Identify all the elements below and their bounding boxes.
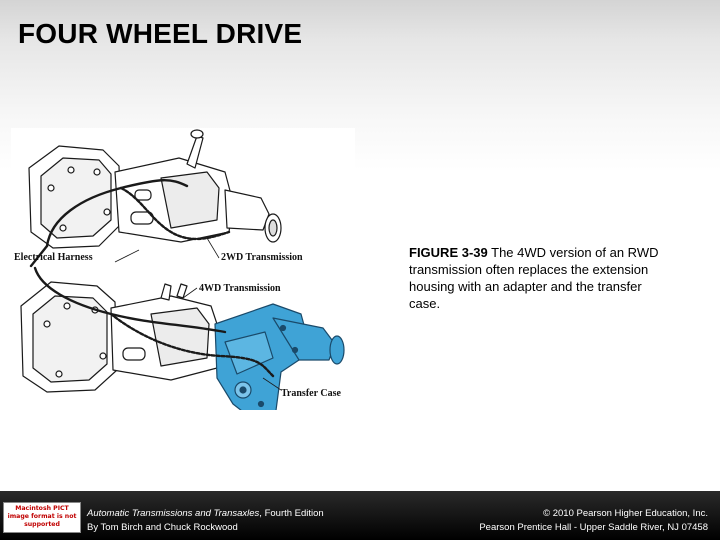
footer-book-info: Automatic Transmissions and Transaxles, … <box>87 507 324 535</box>
footer-bar: Macintosh PICT image format is not suppo… <box>0 491 720 540</box>
caption-text: The 4WD version of an RWD transmission o… <box>409 245 659 311</box>
publisher-text: Pearson Prentice Hall - Upper Saddle Riv… <box>479 522 708 533</box>
label-transfer-case: Transfer Case <box>281 388 341 399</box>
pict-placeholder-badge: Macintosh PICT image format is not suppo… <box>3 502 81 533</box>
book-authors: By Tom Birch and Chuck Rockwood <box>87 522 238 533</box>
figure-number: FIGURE 3-39 <box>409 245 488 260</box>
badge-text: Macintosh PICT image format is not suppo… <box>7 505 77 528</box>
copyright-text: © 2010 Pearson Higher Education, Inc. <box>543 508 708 519</box>
footer-publisher-info: © 2010 Pearson Higher Education, Inc. Pe… <box>479 507 708 535</box>
slide-title: FOUR WHEEL DRIVE <box>18 18 303 49</box>
book-edition: , Fourth Edition <box>259 508 324 519</box>
label-2wd-transmission: 2WD Transmission <box>221 252 303 263</box>
transfer-case-shape <box>214 303 345 410</box>
label-electrical-harness: Electrical Harness <box>14 252 93 263</box>
label-4wd-transmission: 4WD Transmission <box>199 283 281 294</box>
transmission-illustration <box>20 129 345 410</box>
figure-caption: FIGURE 3-39 The 4WD version of an RWD tr… <box>409 244 659 312</box>
book-title: Automatic Transmissions and Transaxles <box>87 508 260 519</box>
transmission-figure: Electrical Harness 2WD Transmission 4WD … <box>11 128 355 410</box>
